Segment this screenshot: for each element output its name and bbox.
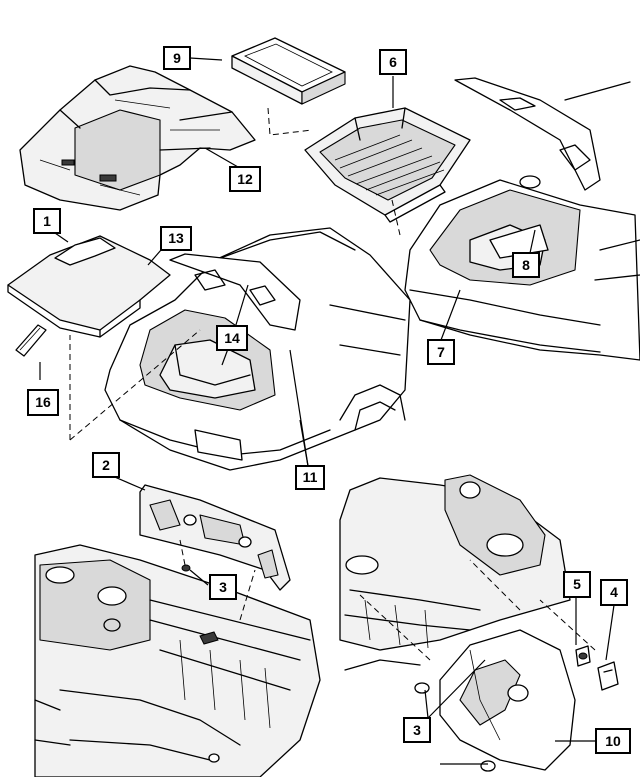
trunk-mat-illustration: [304, 107, 471, 223]
callout-7: 7: [427, 339, 455, 365]
callout-10-label: 10: [605, 733, 621, 749]
callout-3-left: 3: [209, 574, 237, 600]
callout-2-label: 2: [102, 457, 110, 473]
callout-9: 9: [163, 46, 191, 70]
leader-lines: [39, 57, 615, 765]
callout-16-label: 16: [35, 394, 51, 410]
rear-trunk-view-illustration: [404, 77, 640, 361]
callout-14: 14: [216, 325, 248, 351]
callout-13-label: 13: [168, 230, 184, 246]
callout-16: 16: [27, 389, 59, 416]
retainer-clip-illustration: [15, 324, 47, 357]
callout-1-label: 1: [43, 213, 51, 229]
trunk-floor-left-illustration: [34, 544, 321, 777]
quarter-trim-panel-illustration: [414, 629, 576, 772]
callout-4: 4: [600, 579, 628, 606]
callout-13: 13: [160, 226, 192, 251]
callout-5-label: 5: [573, 576, 581, 592]
callout-3-right: 3: [403, 717, 431, 743]
rear-panel-trim-illustration: [139, 484, 291, 591]
callout-11-label: 11: [303, 469, 318, 485]
floor-carpet-illustration: [19, 65, 256, 211]
assembly-guide-lines: [69, 107, 596, 661]
retainer-fastener-illustration: [575, 645, 591, 667]
callout-4-label: 4: [610, 584, 618, 600]
callout-14-label: 14: [224, 330, 240, 346]
callout-7-label: 7: [437, 344, 445, 360]
callout-12: 12: [229, 166, 261, 192]
storage-bin-illustration: [231, 37, 346, 105]
callout-1: 1: [33, 208, 61, 234]
trunk-floor-right-illustration: [339, 474, 571, 671]
callout-8-label: 8: [522, 257, 530, 273]
callout-6-label: 6: [389, 54, 397, 70]
callout-6: 6: [379, 49, 407, 75]
callout-3-left-label: 3: [219, 579, 227, 595]
callout-5: 5: [563, 571, 591, 598]
callout-12-label: 12: [237, 171, 253, 187]
rear-shelf-panel-illustration: [7, 235, 171, 338]
bracket-clip-illustration: [597, 661, 619, 691]
callout-9-label: 9: [173, 50, 181, 66]
callout-2: 2: [92, 452, 120, 478]
callout-8: 8: [512, 252, 540, 278]
callout-11: 11: [295, 465, 325, 490]
callout-3-right-label: 3: [413, 722, 421, 738]
callout-10: 10: [595, 728, 631, 754]
